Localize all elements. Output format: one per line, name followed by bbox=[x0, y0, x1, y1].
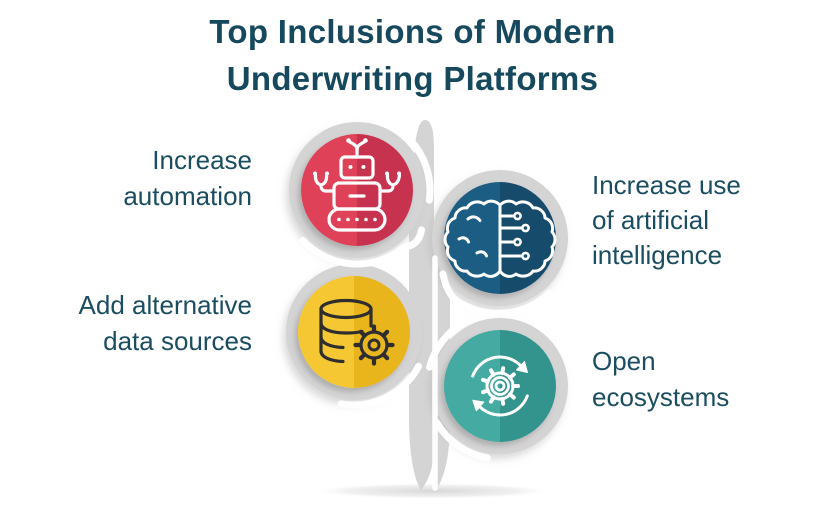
gear-sync-icon bbox=[471, 355, 529, 417]
title-line-1: Top Inclusions of Modern bbox=[209, 13, 616, 50]
ground-shadow bbox=[311, 483, 555, 499]
title-line-2: Underwriting Platforms bbox=[226, 60, 599, 97]
page-title: Top Inclusions of Modern Underwriting Pl… bbox=[0, 8, 825, 102]
robot-icon bbox=[313, 138, 402, 232]
label-alternative-data-sources: Add alternative data sources bbox=[78, 290, 252, 356]
database-gear-icon bbox=[319, 298, 395, 366]
label-open-ecosystems: Open ecosystems bbox=[592, 346, 730, 412]
ecosystems-circle bbox=[444, 330, 556, 442]
label-increase-automation: Increase automation bbox=[123, 145, 252, 211]
tree-channels bbox=[299, 114, 553, 491]
label-artificial-intelligence: Increase use of artificial intelligence bbox=[592, 170, 741, 270]
brain-circuit-icon bbox=[443, 199, 557, 278]
